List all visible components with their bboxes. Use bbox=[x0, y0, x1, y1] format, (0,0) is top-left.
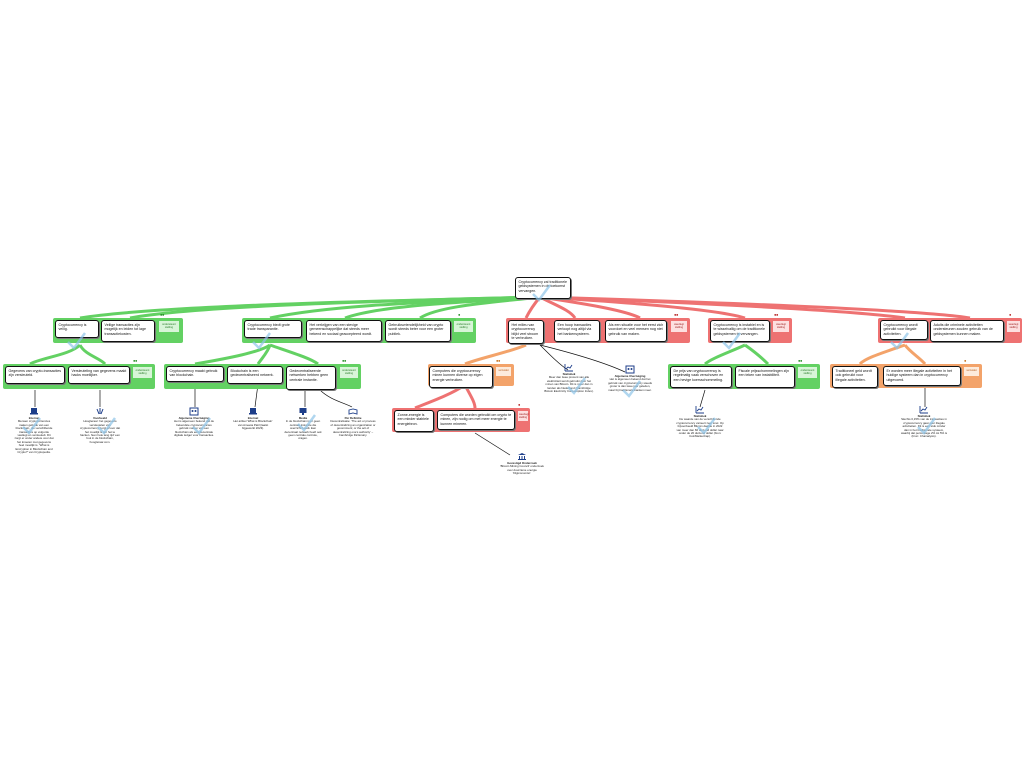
pro-argument[interactable]: Gegevens van crypto-transacties zijn ver… bbox=[5, 366, 65, 384]
con-tag: weerlegt stelling bbox=[670, 320, 688, 333]
evidence-research[interactable]: Gevestigd Onderzoek 'Bitcoin Mining Coun… bbox=[500, 452, 544, 476]
evidence-media[interactable]: Media In de blockchain is er geen centra… bbox=[284, 407, 322, 441]
con-tag: weerlegt stelling bbox=[1006, 320, 1021, 333]
pro-tag: ondersteunt stelling bbox=[158, 320, 180, 333]
con-argument[interactable]: Cryptocurrency is instabiel en is te wis… bbox=[710, 320, 770, 342]
con-argument[interactable]: Een hoop transacties verloopt nog altijd… bbox=[554, 320, 600, 342]
evidence-text: De waarde van de verschillende cryptocur… bbox=[676, 417, 724, 439]
chart-icon bbox=[919, 406, 928, 414]
evidence-text: Mensen cryptocurrencies maken gebruik va… bbox=[14, 419, 54, 455]
evidence-title: Statistiek bbox=[562, 372, 576, 376]
pro-tag: ondersteunt stelling bbox=[339, 366, 359, 379]
evidence-title: Per Definitie bbox=[344, 416, 362, 420]
pro-argument[interactable]: Het verkrijgen van een stevige gemeensch… bbox=[306, 320, 382, 342]
evidence-title: Statistiek bbox=[693, 414, 707, 418]
con-argument[interactable]: Als een situatie voor het eerst zich voo… bbox=[605, 320, 667, 342]
pro-argument[interactable]: Blockchain is een gedecentraliseerd netw… bbox=[227, 366, 283, 384]
people-icon bbox=[625, 365, 635, 374]
neutral-argument[interactable]: Traditioneel geld wordt ook gebruikt voo… bbox=[832, 366, 878, 388]
evidence-text: Het is algemeen bekend dat het gebruik v… bbox=[607, 377, 653, 392]
evidence-title: Internet bbox=[247, 416, 259, 420]
rating-dots: ●● bbox=[774, 312, 779, 317]
pro-argument[interactable]: Fiscale prijsschommelingen zijn een teke… bbox=[735, 366, 795, 388]
rating-dots: ●● bbox=[342, 358, 347, 363]
people-icon bbox=[189, 407, 199, 416]
building-icon bbox=[518, 453, 526, 460]
neutral-tag: verzwakt bbox=[963, 366, 980, 377]
evidence-text: 'Bitcoin Mining Council' onderzoek over … bbox=[500, 464, 544, 476]
evidence-internet[interactable]: Internet Mensen cryptocurrencies maken g… bbox=[14, 407, 54, 454]
book-icon bbox=[348, 408, 358, 415]
pro-argument[interactable]: Cryptocurrency is veilig. bbox=[55, 320, 99, 338]
laptop-icon bbox=[249, 408, 257, 415]
evidence-text: Het artikel 'What is Blockchain' van Ame… bbox=[233, 419, 273, 431]
pro-argument[interactable]: Cryptocurrency biedt grote trade transpa… bbox=[244, 320, 302, 338]
rating-dots: ●● bbox=[133, 358, 138, 363]
evidence-title: Algemene Overtuiging bbox=[614, 374, 646, 378]
hands-icon bbox=[96, 408, 104, 415]
evidence-text: Meer dan twee procent van alle elektrici… bbox=[544, 375, 594, 394]
neutral-argument[interactable]: Er worden meer illegale activiteiten in … bbox=[883, 366, 961, 386]
pro-argument[interactable]: Versleuteling van gegevens maakt hacks m… bbox=[68, 366, 130, 384]
pro-argument[interactable]: Gebruiksvriendelijkheid van crypto wordt… bbox=[385, 320, 451, 342]
evidence-example[interactable]: Voorbeeld Hoogleraar: het gegevens versl… bbox=[80, 407, 120, 444]
evidence-text: Decentralisatie: 'The act or process of … bbox=[330, 419, 376, 438]
laptop-icon bbox=[30, 408, 38, 415]
evidence-common-belief[interactable]: Algemene Overtuiging Het is algemeen bek… bbox=[607, 365, 653, 392]
evidence-text: Slechts 0,15% van de transacties in cryp… bbox=[900, 417, 948, 439]
evidence-internet[interactable]: Internet Het artikel 'What is Blockchain… bbox=[233, 407, 273, 431]
neutral-argument[interactable]: Computers die cryptocurrency minen kunne… bbox=[429, 366, 493, 388]
pro-tag: ondersteunt stelling bbox=[132, 366, 153, 379]
chart-icon bbox=[564, 364, 573, 372]
con-argument[interactable]: Het milieu van cryptocurrency blijkt vee… bbox=[508, 320, 544, 344]
con-argument[interactable]: Computers die worden gebruikt om crypto … bbox=[437, 410, 515, 430]
neutral-tag: verzwakt bbox=[495, 366, 512, 377]
con-tag: weerlegt stelling bbox=[517, 410, 529, 422]
con-argument[interactable]: Adults die criminele activiteiten onders… bbox=[930, 320, 1004, 342]
evidence-text: In de blockchain is er geen centrale ins… bbox=[284, 419, 322, 441]
evidence-statistic[interactable]: Statistiek Slechts 0,15% van de transact… bbox=[900, 405, 948, 439]
evidence-statistic[interactable]: Statistiek Meer dan twee procent van all… bbox=[544, 363, 594, 393]
evidence-statistic[interactable]: Statistiek De waarde van de verschillend… bbox=[675, 405, 725, 439]
evidence-title: Gevestigd Onderzoek bbox=[507, 461, 537, 465]
rating-dots: ● bbox=[964, 358, 967, 363]
rating-dots: ● bbox=[1009, 312, 1012, 317]
evidence-title: Statistiek bbox=[917, 414, 931, 418]
chart-icon bbox=[695, 406, 704, 414]
con-argument[interactable]: Zonne-energie is een minder stabiele ene… bbox=[394, 410, 434, 432]
evidence-text: Het is algemeen bekend dat de bekendste … bbox=[174, 419, 215, 438]
pro-argument[interactable]: Gedecentraliseerde netwerken hebben geen… bbox=[286, 366, 336, 390]
pro-tag: ondersteunt stelling bbox=[453, 320, 474, 333]
evidence-common-belief[interactable]: Algemene Overtuiging Het is algemeen bek… bbox=[174, 407, 214, 437]
rating-dots: ● bbox=[458, 312, 461, 317]
pro-tag: ondersteunt stelling bbox=[797, 366, 818, 379]
pro-argument[interactable]: De prijs van cryptocurrency is regelmati… bbox=[670, 366, 732, 388]
main-claim[interactable]: Cryptocurrency zal traditionele geldsyst… bbox=[515, 277, 571, 299]
rating-dots: ●● bbox=[160, 312, 165, 317]
rating-dots: ●● bbox=[798, 358, 803, 363]
con-tag: weerlegt stelling bbox=[772, 320, 790, 333]
con-argument[interactable]: Cryptocurrency wordt gebruikt voor illeg… bbox=[880, 320, 928, 340]
tv-icon bbox=[299, 408, 307, 415]
pro-argument[interactable]: Veilige transacties zijn mogelijk en lei… bbox=[101, 320, 155, 342]
pro-argument[interactable]: Cryptocurrency maakt gebruik van blockch… bbox=[166, 366, 224, 382]
evidence-text: Hoogleraar: het gegevens versleutelen va… bbox=[80, 419, 121, 444]
rating-dots: ● bbox=[518, 402, 521, 407]
evidence-definition[interactable]: Per Definitie Decentralisatie: 'The act … bbox=[330, 407, 376, 437]
rating-dots: ●● bbox=[674, 312, 679, 317]
rating-dots: ●● bbox=[496, 358, 501, 363]
